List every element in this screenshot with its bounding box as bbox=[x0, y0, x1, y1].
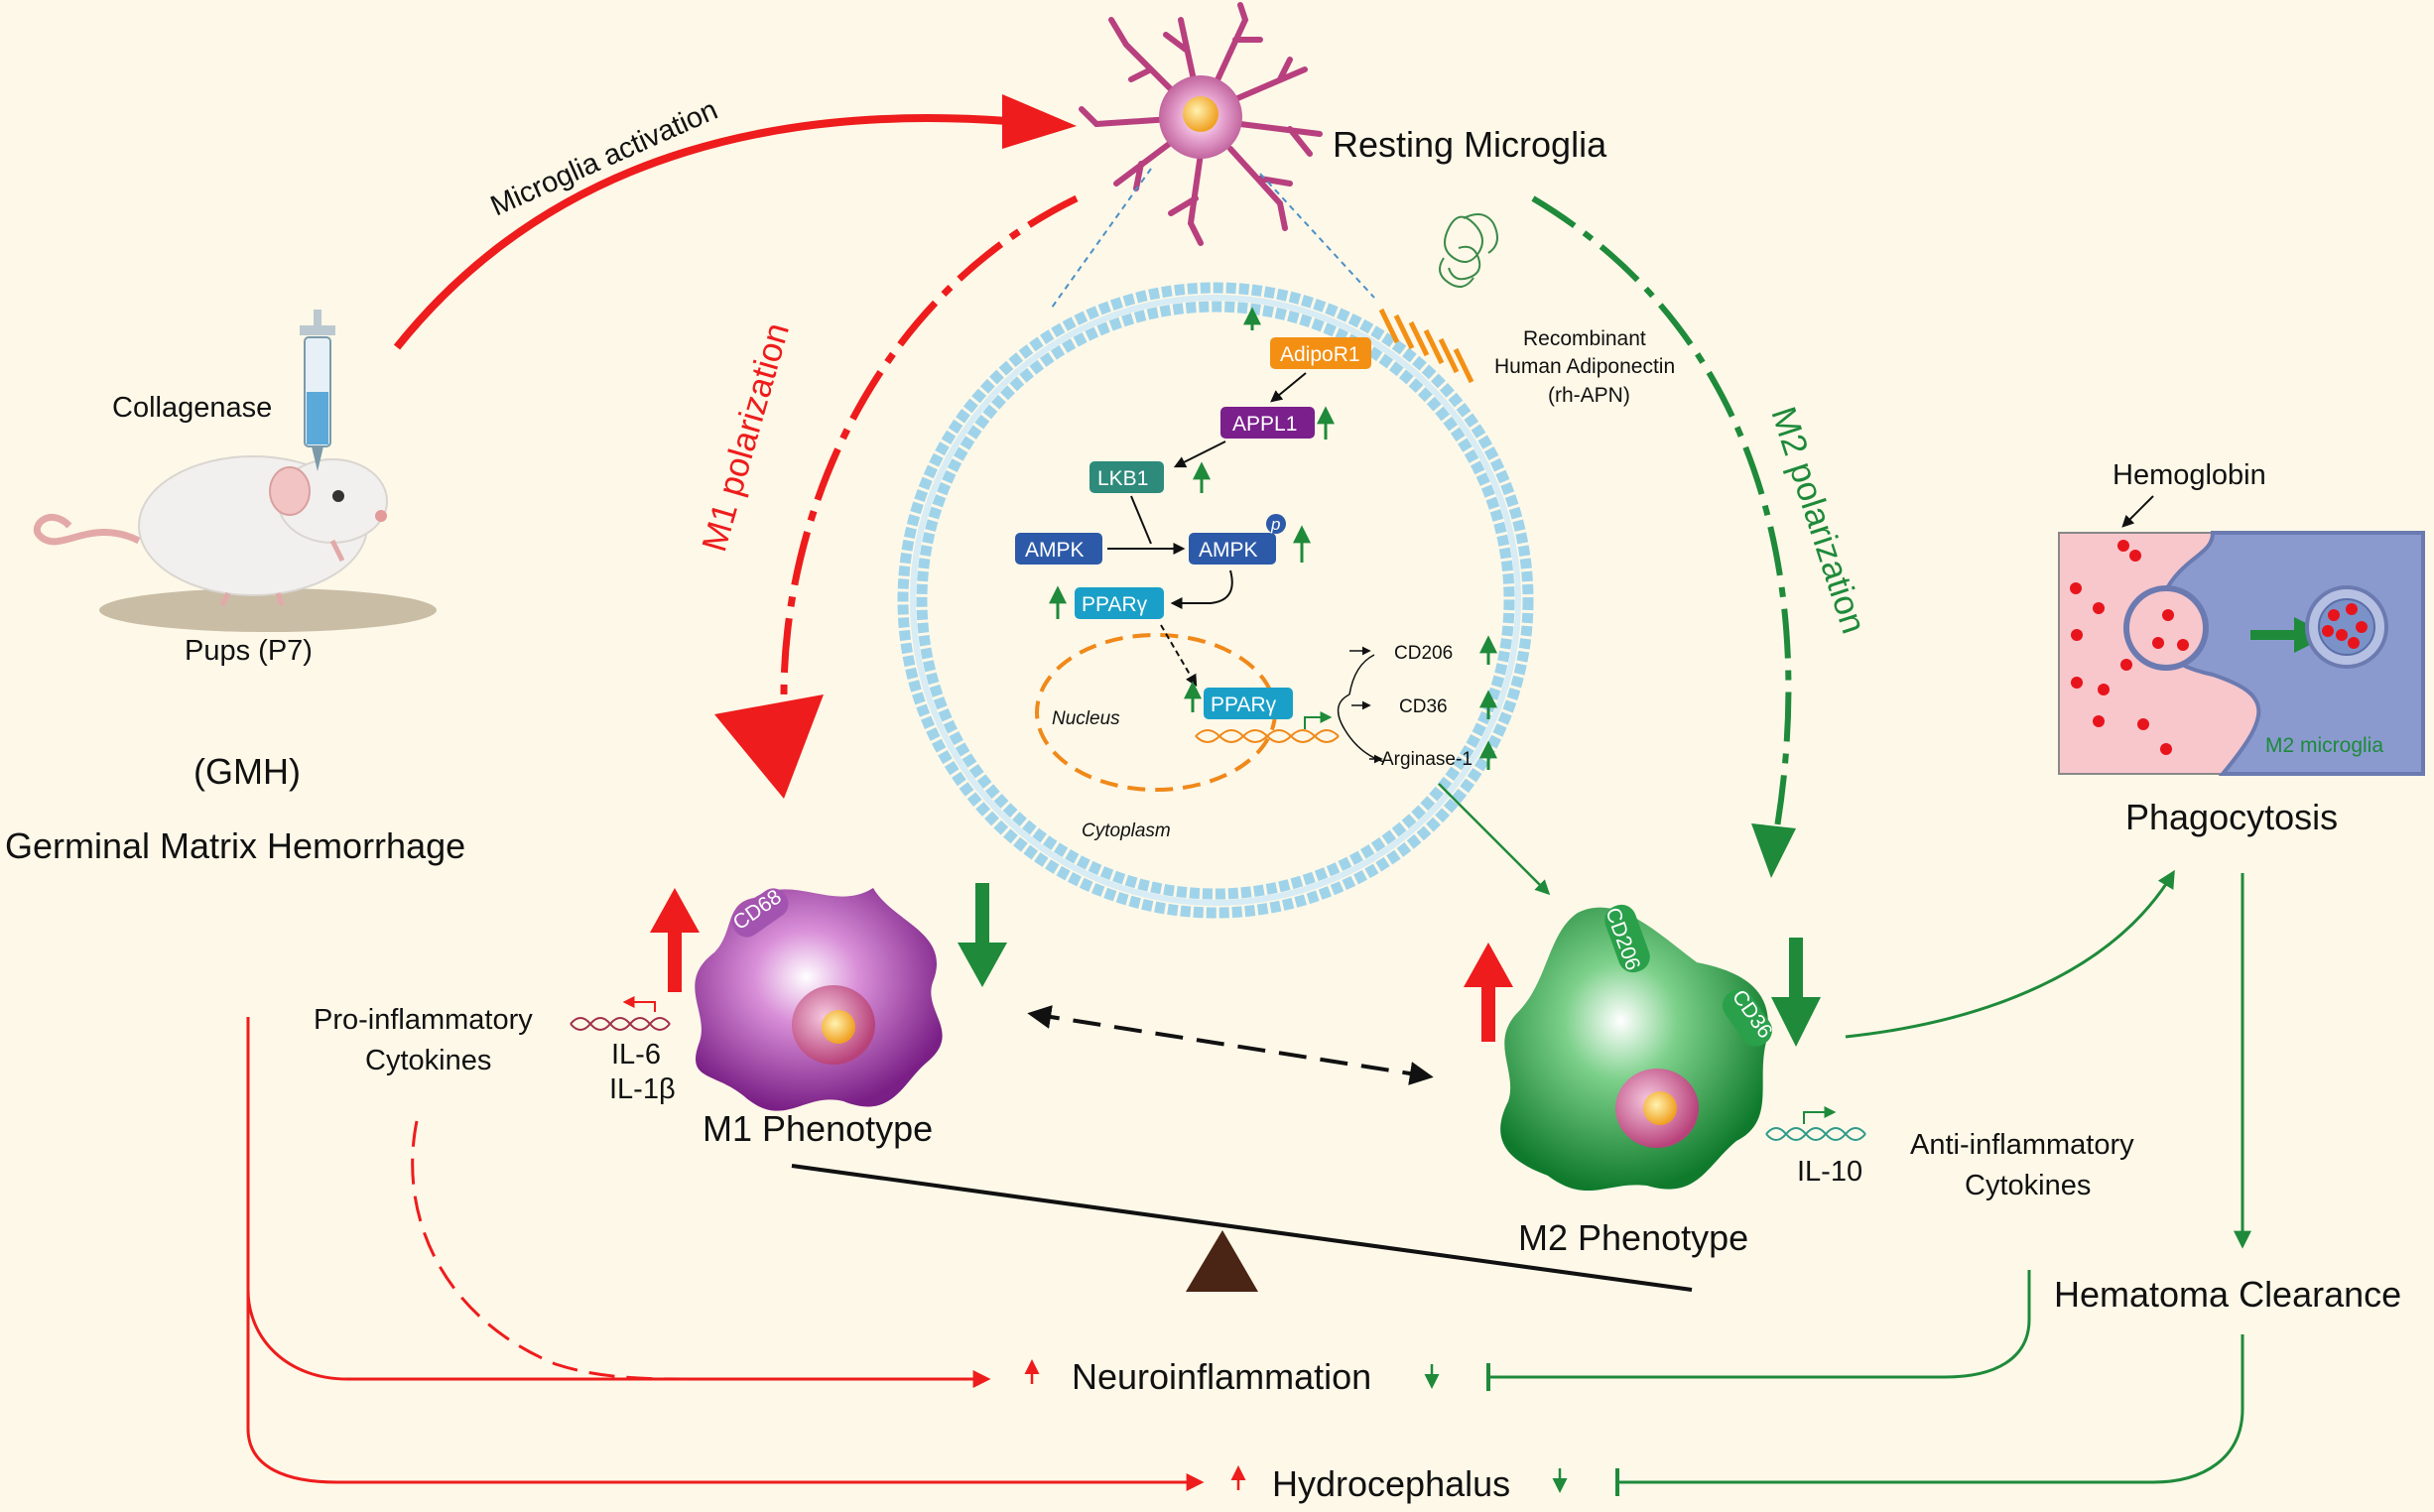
pparg-nucleus-node: PPARγ bbox=[1204, 688, 1293, 719]
phospho-mark: p bbox=[1270, 515, 1280, 534]
dna-helix-m2 bbox=[1765, 1127, 1866, 1141]
gmh-full-label: Germinal Matrix Hemorrhage bbox=[5, 825, 465, 866]
anti-inflammatory-label-2: Cytokines bbox=[1965, 1170, 2091, 1201]
gmh-abbrev: (GMH) bbox=[193, 751, 301, 792]
balance-beam bbox=[791, 1164, 1693, 1292]
m1-up-arrowhead bbox=[650, 888, 700, 933]
gene-cd36: CD36 bbox=[1399, 696, 1448, 717]
microglia-activation-arrow bbox=[393, 114, 1043, 350]
cytokines-to-neuroinflammation-dashed bbox=[411, 1120, 686, 1381]
pro-inflammatory-label-2: Cytokines bbox=[365, 1045, 491, 1076]
hydrocephalus-label: Hydrocephalus bbox=[1272, 1463, 1510, 1504]
m1-down-arrowhead bbox=[958, 943, 1007, 987]
zoom-line-left bbox=[1051, 168, 1152, 309]
appl1-to-lkb1-arrow bbox=[1173, 441, 1226, 468]
m1-m2-interconversion-arrow bbox=[1027, 1005, 1434, 1085]
il10-label: IL-10 bbox=[1797, 1156, 1862, 1188]
mouse-illustration bbox=[33, 455, 437, 632]
ampk-node: AMPK bbox=[1015, 533, 1102, 565]
m2-polarization-arrowhead bbox=[1751, 823, 1796, 878]
cytoplasm-label: Cytoplasm bbox=[1082, 820, 1171, 841]
phagocytosis-illustration bbox=[2058, 531, 2425, 776]
lkb1-to-ampk-line bbox=[1130, 495, 1152, 545]
bracket-top bbox=[1348, 654, 1375, 695]
m2-polarization-arrow bbox=[1531, 195, 1792, 834]
dna-helix-m1 bbox=[570, 1017, 671, 1031]
il6-label: IL-6 bbox=[611, 1039, 661, 1071]
clearance-inhibits-hydrocephalus bbox=[1617, 1334, 2244, 1484]
syringe-illustration bbox=[300, 310, 335, 471]
resting-microglia-label: Resting Microglia bbox=[1333, 124, 1607, 165]
anti-inflammatory-label-1: Anti-inflammatory bbox=[1910, 1129, 2134, 1161]
adipor1-to-appl1-arrow bbox=[1270, 372, 1307, 403]
m2-microglia-cell bbox=[1500, 904, 1772, 1192]
svg-text:PPARγ: PPARγ bbox=[1082, 593, 1148, 616]
m1-microglia-cell bbox=[695, 888, 943, 1111]
m2-transcription-arrow bbox=[1803, 1106, 1837, 1124]
adiponectin-protein-icon bbox=[1439, 213, 1498, 288]
neuroinflammation-label: Neuroinflammation bbox=[1072, 1356, 1371, 1397]
rh-apn-line1: Recombinant bbox=[1523, 327, 1646, 350]
pro-inflammatory-label-1: Pro-inflammatory bbox=[314, 1004, 533, 1036]
hemoglobin-pointer bbox=[2121, 495, 2154, 528]
target-genes-bracket bbox=[1337, 693, 1385, 763]
hematoma-clearance-label: Hematoma Clearance bbox=[2054, 1274, 2401, 1315]
gmh-to-hydrocephalus-arrow bbox=[246, 1290, 1205, 1491]
balance-fulcrum bbox=[1186, 1230, 1258, 1292]
m2-phenotype-label: M2 Phenotype bbox=[1518, 1217, 1748, 1258]
svg-text:AMPK: AMPK bbox=[1199, 539, 1258, 562]
cell-membrane bbox=[897, 282, 1534, 919]
ampk-to-pparg-arrow bbox=[1170, 569, 1233, 609]
m1-polarization-arrowhead bbox=[714, 694, 824, 799]
m1-phenotype-label: M1 Phenotype bbox=[703, 1108, 933, 1149]
appl1-node: APPL1 bbox=[1220, 407, 1315, 439]
clearance-inhibits-neuroinflammation bbox=[1488, 1270, 2031, 1379]
m1-transcription-arrow bbox=[622, 996, 656, 1012]
pparg-translocation-arrow bbox=[1160, 624, 1198, 688]
il1b-label: IL-1β bbox=[609, 1073, 676, 1105]
adipor1-node: AdipoR1 bbox=[1270, 337, 1371, 369]
phospho-ampk-node: AMPK p bbox=[1189, 514, 1286, 565]
m2-up-arrowhead bbox=[1464, 943, 1513, 987]
rh-apn-line2: Human Adiponectin bbox=[1494, 355, 1675, 378]
collagenase-label: Collagenase bbox=[112, 392, 272, 424]
rh-apn-line3: (rh-APN) bbox=[1548, 384, 1630, 407]
lkb1-node: LKB1 bbox=[1089, 461, 1164, 493]
microglia-activation-arrowhead bbox=[1002, 94, 1077, 149]
nucleus-label: Nucleus bbox=[1052, 708, 1120, 729]
gene-cd206: CD206 bbox=[1394, 643, 1453, 664]
svg-text:AMPK: AMPK bbox=[1025, 539, 1085, 562]
pparg-cytoplasm-node: PPARγ bbox=[1075, 587, 1164, 619]
pups-label: Pups (P7) bbox=[185, 635, 313, 667]
pathway-to-m2-arrow bbox=[1438, 783, 1551, 896]
m2-down-arrowhead bbox=[1771, 997, 1821, 1047]
svg-text:PPARγ: PPARγ bbox=[1211, 693, 1277, 716]
adiponectin-receptor bbox=[1378, 308, 1474, 384]
gene-arginase: Arginase-1 bbox=[1381, 749, 1473, 770]
m2-to-phagocytosis-arrow bbox=[1845, 869, 2175, 1039]
m2-microglia-label: M2 microglia bbox=[2265, 734, 2383, 757]
dna-helix-nucleus bbox=[1195, 729, 1340, 743]
resting-microglia-cell bbox=[1079, 2, 1323, 246]
svg-text:AdipoR1: AdipoR1 bbox=[1280, 343, 1360, 366]
svg-text:APPL1: APPL1 bbox=[1232, 413, 1297, 436]
m1-polarization-arrow bbox=[780, 194, 1079, 695]
phagocytosis-label: Phagocytosis bbox=[2125, 797, 2338, 837]
hemoglobin-label: Hemoglobin bbox=[2113, 459, 2266, 491]
transcription-arrow bbox=[1304, 711, 1333, 729]
svg-text:LKB1: LKB1 bbox=[1097, 467, 1148, 490]
